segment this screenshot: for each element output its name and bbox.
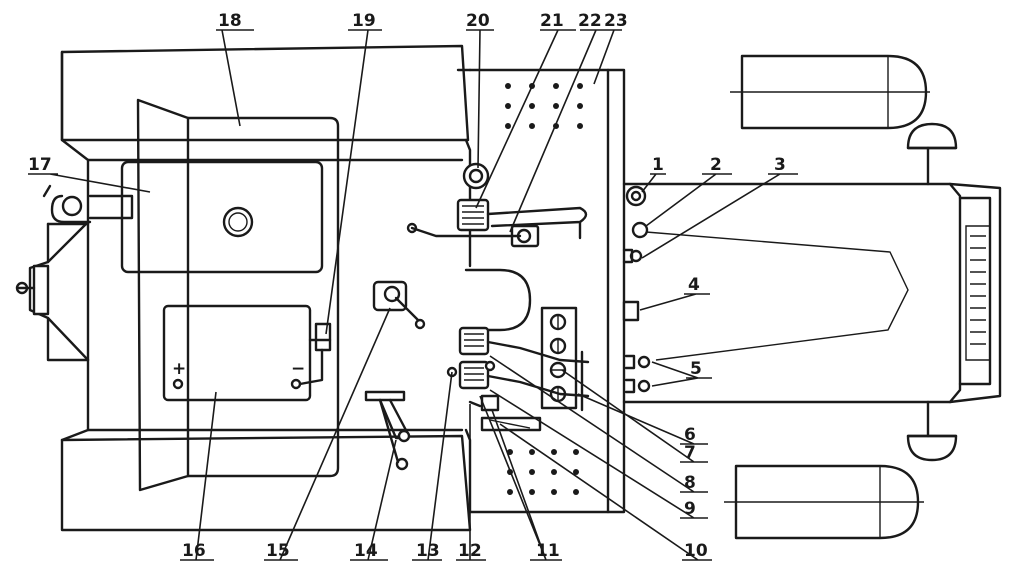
engine-hood — [622, 182, 1002, 404]
vent-hole — [577, 103, 583, 109]
leader-lines — [28, 29, 798, 561]
callout-9: 9 — [684, 499, 696, 519]
vent-hole — [577, 83, 583, 89]
front-wheel-top — [730, 54, 930, 130]
main-frame — [60, 138, 464, 442]
vent-hole — [505, 123, 511, 129]
throttle-lever — [406, 222, 522, 238]
callout-21: 21 — [540, 11, 564, 31]
battery-negative-label: − — [291, 359, 305, 379]
rear-left-fender — [60, 44, 472, 142]
vent-hole — [577, 123, 583, 129]
callout-7: 7 — [684, 443, 696, 463]
vent-holes-top — [505, 83, 583, 129]
callout-3: 3 — [774, 155, 786, 175]
vent-hole — [529, 123, 535, 129]
pedal-cluster — [446, 326, 590, 432]
callout-15: 15 — [266, 541, 290, 561]
callout-12: 12 — [458, 541, 482, 561]
rear-right-fender — [60, 434, 472, 532]
brake-pedals — [364, 390, 411, 471]
callout-6: 6 — [684, 425, 696, 445]
headlight-top — [906, 122, 958, 186]
vent-hole — [529, 489, 535, 495]
callout-22: 22 — [578, 11, 602, 31]
callout-4: 4 — [688, 275, 700, 295]
gear-lever — [372, 280, 426, 330]
callout-5: 5 — [690, 359, 702, 379]
vent-hole — [507, 489, 513, 495]
gauge-20 — [462, 162, 490, 190]
vent-hole — [551, 489, 557, 495]
callout-19: 19 — [352, 11, 376, 31]
rear-hitch — [15, 184, 134, 362]
front-wheel-bottom — [724, 464, 924, 540]
callout-17: 17 — [28, 155, 52, 175]
dashboard-panel — [464, 68, 626, 514]
callout-14: 14 — [354, 541, 378, 561]
callout-labels: 18 19 20 21 22 23 17 1 2 3 4 5 6 7 8 9 1… — [28, 11, 786, 561]
vent-hole — [573, 489, 579, 495]
vent-hole — [553, 103, 559, 109]
callout-10: 10 — [684, 541, 708, 561]
vent-hole — [505, 103, 511, 109]
vent-hole — [573, 469, 579, 475]
vent-hole — [551, 469, 557, 475]
battery-positive-label: + — [172, 359, 186, 379]
vent-hole — [529, 469, 535, 475]
clutch-pedal — [456, 198, 588, 248]
vent-hole — [505, 83, 511, 89]
headlight-bottom — [906, 400, 958, 462]
callout-1: 1 — [652, 155, 664, 175]
vent-hole — [573, 449, 579, 455]
component-1-2-3 — [622, 185, 909, 394]
callout-20: 20 — [466, 11, 490, 31]
vent-hole — [529, 103, 535, 109]
callout-11: 11 — [536, 541, 560, 561]
callout-16: 16 — [182, 541, 206, 561]
callout-18: 18 — [218, 11, 242, 31]
vent-hole — [553, 83, 559, 89]
callout-2: 2 — [710, 155, 722, 175]
fuse-block — [540, 306, 584, 412]
vent-hole — [529, 449, 535, 455]
seat-frame — [136, 98, 340, 492]
callout-8: 8 — [684, 473, 696, 493]
fuel-tank — [120, 160, 324, 274]
callout-13: 13 — [416, 541, 440, 561]
callout-23: 23 — [604, 11, 628, 31]
vent-hole — [551, 449, 557, 455]
